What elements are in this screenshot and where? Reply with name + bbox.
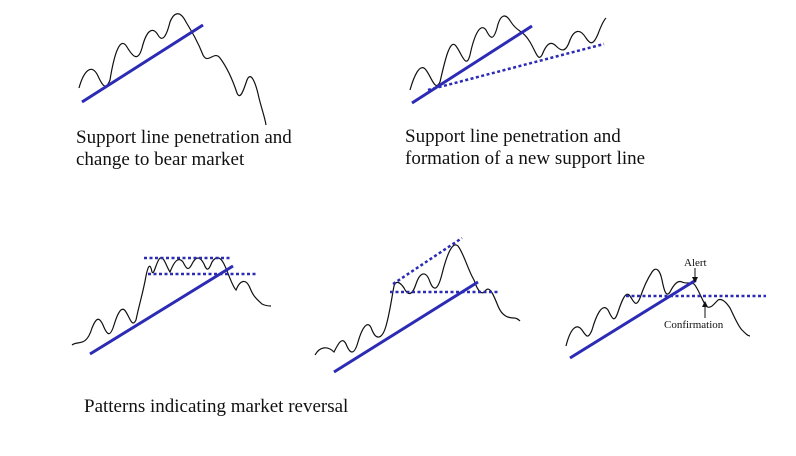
- panel-rectangle: [71, 256, 272, 356]
- panel-alert-confirmation: Alert Confirmation: [565, 257, 766, 360]
- caption-line: Support line penetration and: [76, 127, 292, 148]
- support-line: [81, 23, 204, 104]
- support-line: [333, 280, 479, 374]
- support-line: [569, 278, 697, 360]
- price-curve: [78, 13, 267, 126]
- caption-line: formation of a new support line: [405, 148, 646, 169]
- alert-label: Alert: [684, 257, 707, 269]
- panel-bear-market: [78, 13, 267, 126]
- panel-broadening: [314, 236, 521, 374]
- price-curve: [71, 257, 272, 346]
- confirmation-label: Confirmation: [664, 319, 724, 331]
- new-support-line: [427, 42, 605, 92]
- caption-line: Support line penetration and: [405, 126, 621, 147]
- caption-line: change to bear market: [76, 149, 245, 170]
- price-curve: [565, 268, 751, 347]
- caption-bear-market: Support line penetration and change to b…: [76, 127, 292, 171]
- caption-reversal-patterns: Patterns indicating market reversal: [84, 396, 349, 417]
- panel-new-support: [409, 15, 607, 105]
- support-line: [411, 24, 533, 105]
- price-curve: [409, 15, 607, 91]
- caption-new-support: Support line penetration and formation o…: [405, 126, 645, 170]
- upper-dotted-line: [392, 236, 463, 286]
- price-curve: [314, 244, 521, 356]
- support-line: [89, 264, 234, 356]
